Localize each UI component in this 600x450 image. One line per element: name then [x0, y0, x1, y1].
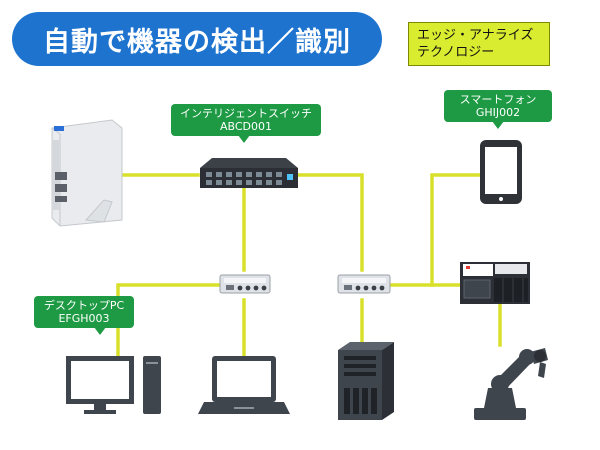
- page-title: 自動で機器の検出／識別: [12, 12, 382, 66]
- callout-smartphone: スマートフォン GHIJ002: [444, 90, 552, 129]
- callout-switch-id: ABCD001: [219, 120, 273, 133]
- laptop-device: [198, 356, 290, 414]
- hub-right: [337, 274, 391, 294]
- wire-hubleft-desktop: [116, 283, 224, 357]
- callout-intelligent-switch: インテリジェントスイッチ ABCD001: [171, 104, 321, 143]
- network-wires: [116, 173, 502, 357]
- server-tower-device: [338, 342, 394, 420]
- wire-switch-right: [294, 173, 364, 272]
- wire-phone: [430, 173, 482, 287]
- callout-smartphone-name: スマートフォン: [459, 93, 537, 106]
- callout-switch-name: インテリジェントスイッチ: [180, 107, 312, 120]
- brand-label: エッジ・アナライズ テクノロジー: [408, 22, 550, 66]
- hub-left: [219, 274, 271, 294]
- brand-line-1: エッジ・アナライズ: [417, 28, 534, 43]
- callout-desktop-name: デスクトップPC: [43, 299, 125, 312]
- desktop-pc-device: [66, 356, 161, 414]
- plc-device: [460, 262, 530, 304]
- appliance-device: [51, 119, 123, 227]
- intelligent-switch: [200, 158, 298, 188]
- smartphone-device: [480, 140, 522, 204]
- callout-desktop-pc: デスクトップPC EFGH003: [34, 296, 134, 335]
- callout-smartphone-id: GHIJ002: [475, 106, 521, 119]
- robot-arm-device: [474, 348, 548, 420]
- brand-line-2: テクノロジー: [417, 45, 495, 60]
- callout-desktop-id: EFGH003: [58, 312, 110, 325]
